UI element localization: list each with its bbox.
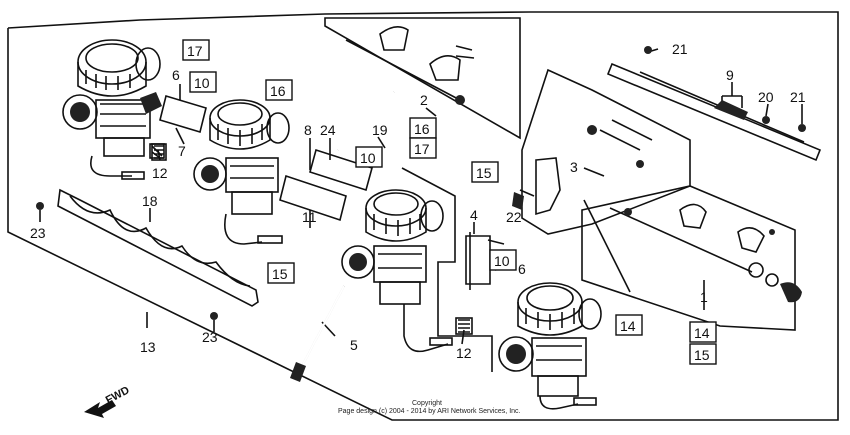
carburetor-2 (193, 99, 290, 245)
boxed-callout-15-assy-text: 15 (694, 347, 710, 363)
callout-22: 22 (506, 209, 522, 225)
boxed-callout-16-carb-text: 16 (270, 83, 286, 99)
callout-1: 1 (700, 289, 708, 305)
fwd-arrow: FWD (84, 384, 132, 418)
boxed-callout-14-carb: 14 (615, 314, 643, 336)
callout-7: 7 (178, 143, 186, 159)
carburetor-1 (62, 39, 162, 180)
callout-13: 13 (140, 339, 156, 355)
callout-21-top: 21 (672, 41, 688, 57)
fuel-rail-18 (36, 188, 259, 332)
callout-24: 24 (320, 122, 336, 138)
boxed-callout-14-carb-text: 14 (620, 318, 636, 334)
callout-19: 19 (372, 122, 388, 138)
boxed-callout-10-top: 10 (189, 71, 217, 93)
boxed-callout-16-carb: 16 (265, 79, 293, 101)
boxed-callout-10-low-text: 10 (494, 253, 510, 269)
boxed-callout-10-mid-text: 10 (360, 150, 376, 166)
callout-12-bottom: 12 (456, 345, 472, 361)
boxed-callout-17-top: 17 (182, 39, 210, 61)
callout-11: 11 (302, 209, 317, 225)
copyright-line-1: Copyright (412, 400, 442, 407)
boxed-callout-14-assy: 14 (689, 321, 717, 343)
callout-20: 20 (758, 89, 774, 105)
fwd-arrow-icon (84, 400, 116, 418)
callout-6-mid: 6 (518, 261, 526, 277)
boxed-callout-14-assy-text: 14 (694, 325, 710, 341)
frame-throttle-bracket (521, 68, 691, 235)
idle-adjust-cable-5 (290, 285, 345, 382)
callout-8: 8 (304, 122, 312, 138)
boxed-callout-16-kit: 16 (409, 117, 437, 139)
callout-23-left: 23 (30, 225, 46, 241)
callout-12-top: 12 (152, 165, 168, 181)
callout-21-right: 21 (790, 89, 806, 105)
fwd-label: FWD (104, 384, 132, 406)
carburetor-3 (341, 189, 453, 353)
boxed-callout-15-bracket: 15 (471, 161, 499, 183)
boxed-callout-15-assy: 15 (689, 343, 717, 365)
link-kit-parts (345, 26, 475, 105)
copyright-line-2: Page design (c) 2004 - 2014 by ARI Netwo… (338, 408, 521, 415)
leader-lines (146, 48, 803, 345)
boxed-callout-17-kit: 17 (409, 137, 437, 159)
callout-9: 9 (726, 67, 734, 83)
boxed-callout-15-left: 15 (267, 262, 295, 284)
boxed-callout-10-top-text: 10 (194, 75, 210, 91)
callout-2: 2 (420, 92, 428, 108)
carburetor-4 (498, 282, 602, 410)
frame-mid-outline (401, 167, 493, 372)
right-linkage-1 (609, 203, 802, 303)
boxed-callout-15-left-text: 15 (272, 266, 288, 282)
boxed-callout-15-bracket-text: 15 (476, 165, 492, 181)
frame-right-linkage (581, 185, 796, 331)
frame-link-kit (324, 17, 521, 140)
boxed-callout-16-kit-text: 16 (414, 121, 430, 137)
throttle-shaft-top (606, 46, 822, 162)
boxed-callout-17-kit-text: 17 (414, 141, 430, 157)
frame-outline (7, 11, 839, 421)
callout-6-top: 6 (172, 67, 180, 83)
callout-18: 18 (142, 193, 158, 209)
springs (151, 143, 524, 335)
callout-4: 4 (470, 207, 478, 223)
callout-3: 3 (570, 159, 578, 175)
boxed-callout-10-mid: 10 (355, 146, 383, 168)
callout-23-bottom: 23 (202, 329, 218, 345)
boxed-callout-10-low: 10 (489, 249, 517, 271)
boxed-callout-17-top-text: 17 (187, 43, 203, 59)
throttle-bracket-3 (465, 119, 653, 293)
callout-5: 5 (350, 337, 358, 353)
